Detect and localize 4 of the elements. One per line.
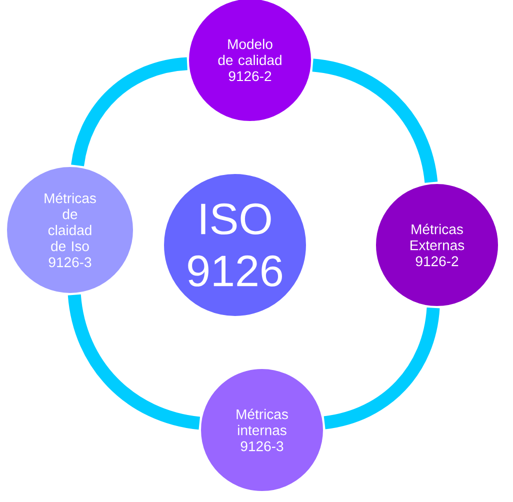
ring-arc	[312, 58, 438, 184]
ring-arc	[323, 307, 440, 430]
ring-arc	[68, 294, 200, 430]
ring-arc	[71, 57, 188, 167]
